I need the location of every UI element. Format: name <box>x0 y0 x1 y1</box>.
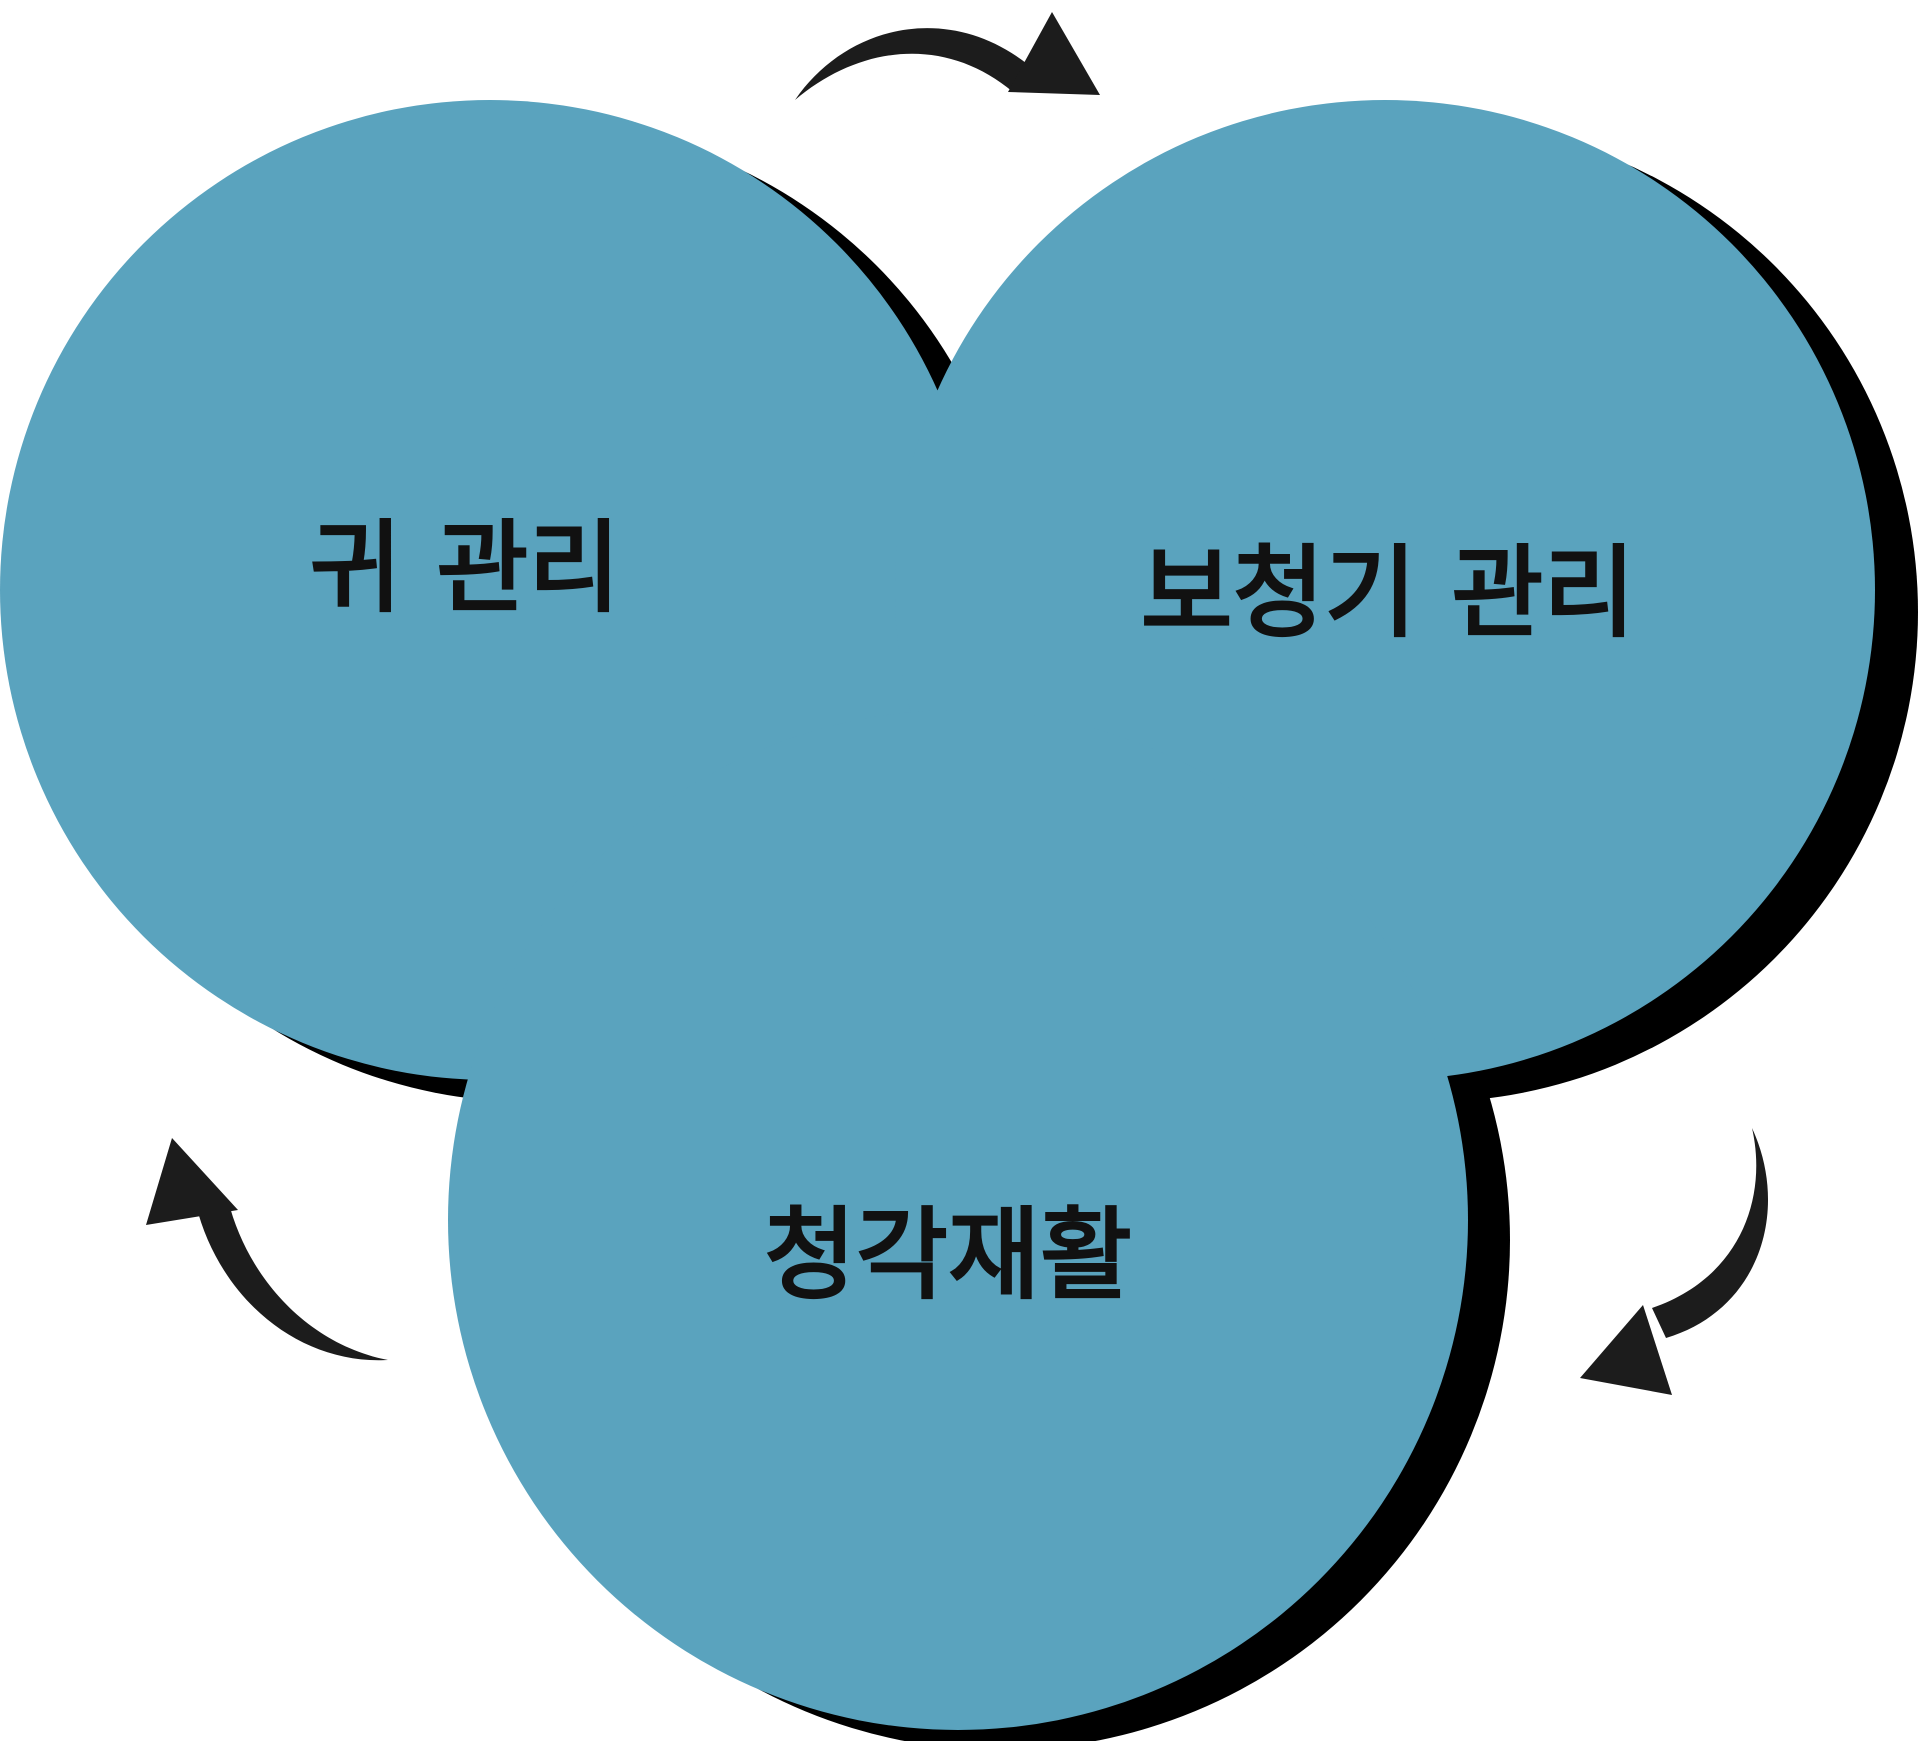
curved-arrow-icon <box>1580 1128 1769 1395</box>
node-label-auditory-rehab: 청각재활 <box>764 1196 1132 1313</box>
cluster <box>0 100 1875 1730</box>
node-circle-auditory-rehab <box>448 710 1468 1730</box>
node-label-hearing-aid-care: 보청기 관리 <box>1141 534 1636 651</box>
curved-arrow-icon <box>146 1138 388 1361</box>
node-label-ear-care: 귀 관리 <box>310 509 621 626</box>
cycle-arrows <box>146 12 1769 1395</box>
curved-arrow-icon <box>795 12 1100 100</box>
